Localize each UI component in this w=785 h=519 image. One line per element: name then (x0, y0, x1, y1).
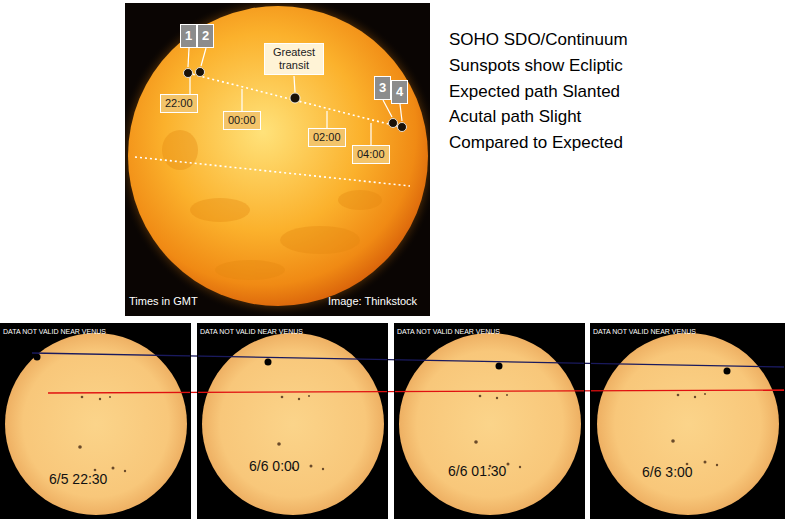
image-credit: Image: Thinkstock (328, 295, 417, 307)
sun-texture (162, 130, 382, 280)
timestamp: 6/6 3:00 (642, 464, 693, 480)
panel-ground (394, 323, 585, 519)
time-box-text: 00:00 (228, 114, 256, 127)
time-box: 04:00 (352, 145, 390, 164)
data-warning: DATA NOT VALID NEAR VENUS (397, 328, 500, 335)
note-line: Compared to Expected (449, 133, 623, 153)
time-box-text: 02:00 (313, 131, 341, 144)
sdo-panel: DATA NOT VALID NEAR VENUS 6/5 22:30 (0, 323, 191, 519)
time-box: 02:00 (308, 128, 346, 147)
panel-ground (197, 323, 388, 519)
timestamp: 6/6 01:30 (448, 463, 506, 479)
panel-ground (0, 323, 191, 519)
sun-glow (125, 3, 430, 316)
transit-path (188, 73, 404, 128)
time-box-text: 22:00 (165, 97, 193, 110)
note-line: SOHO SDO/Continuum (449, 30, 628, 50)
time-box: 00:00 (223, 111, 261, 130)
data-warning: DATA NOT VALID NEAR VENUS (593, 328, 696, 335)
data-warning: DATA NOT VALID NEAR VENUS (200, 328, 303, 335)
sun-disc (597, 333, 779, 515)
ecliptic-line (48, 390, 785, 393)
image-credit: Times in GMT (129, 295, 198, 307)
timestamp: 6/5 22:30 (49, 471, 107, 487)
time-box-text: 04:00 (357, 148, 385, 161)
data-warning: DATA NOT VALID NEAR VENUS (3, 328, 106, 335)
sun-illustration (125, 3, 430, 316)
callout-number-text: 2 (202, 28, 209, 44)
actual-path-line (32, 353, 785, 367)
annotation-box-text: Greatest transit (268, 46, 320, 72)
sdo-panel: DATA NOT VALID NEAR VENUS 6/6 01:30 (394, 323, 585, 519)
sunspots (78, 393, 718, 472)
callout-number-text: 1 (185, 28, 192, 44)
note-line: Sunspots show Ecliptic (449, 56, 623, 76)
sdo-panel: DATA NOT VALID NEAR VENUS 6/6 3:00 (590, 323, 785, 519)
sun-disc (128, 6, 428, 306)
callout-number: 4 (391, 80, 408, 104)
annotation-box: Greatest transit (264, 43, 324, 75)
soho-panels (0, 323, 785, 519)
time-box: 22:00 (160, 94, 198, 113)
sun-disc (5, 333, 187, 515)
note-line: Acutal path Slight (449, 107, 581, 127)
panel-ground (590, 323, 785, 519)
timestamp: 6/6 0:00 (249, 458, 300, 474)
sdo-panel: DATA NOT VALID NEAR VENUS 6/6 0:00 (197, 323, 388, 519)
sun-disc (202, 333, 384, 515)
note-line: Expected path Slanted (449, 82, 620, 102)
venus-dots (184, 68, 407, 132)
callout-number: 3 (374, 76, 391, 100)
callout-number-text: 4 (396, 84, 403, 100)
callout-number: 1 (180, 24, 197, 48)
callout-number-text: 3 (379, 80, 386, 96)
callout-number: 2 (197, 24, 214, 48)
